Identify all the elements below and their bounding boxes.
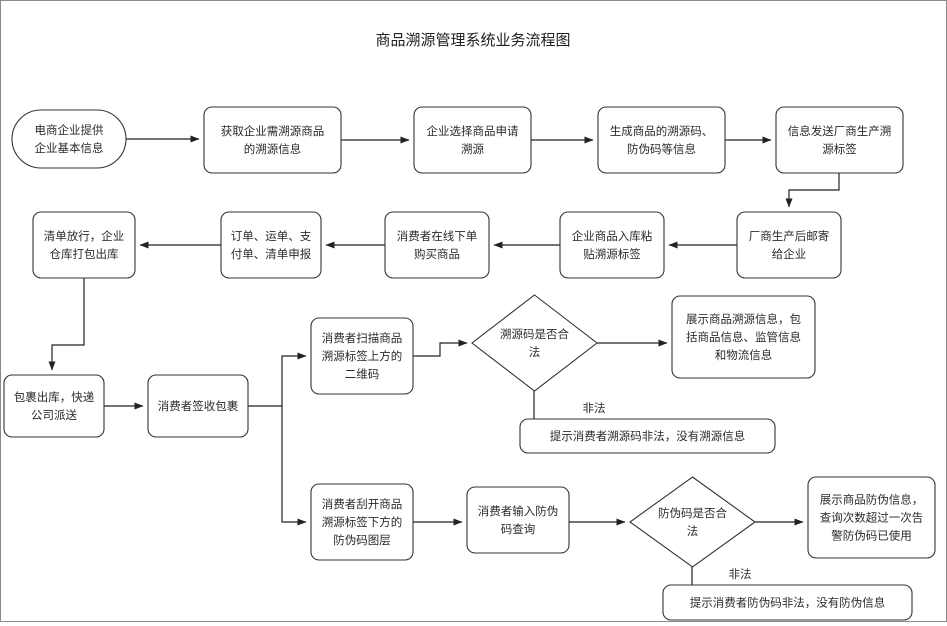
node-n10[interactable]: 清单放行，企业仓库打包出库 [32, 211, 136, 279]
node-label: 厂商生产后邮寄给企业 [749, 229, 830, 261]
node-label: 消费者刮开商品溯源标签下方的防伪码图层 [322, 497, 403, 547]
process-shape [559, 211, 665, 279]
node-n2[interactable]: 获取企业需溯源商品的溯源信息 [203, 106, 342, 174]
edges-layer [48, 135, 840, 606]
process-shape [775, 106, 904, 174]
node-label: 包裹出库，快递公司派送 [14, 390, 95, 422]
edge-n12-to-n13 [248, 352, 307, 407]
terminator-shape [11, 109, 127, 169]
node-label: 企业商品入库粘贴溯源标签 [572, 229, 653, 261]
node-n20[interactable]: 展示商品防伪信息，查询次数超过一次告警防伪码已使用 [807, 476, 936, 559]
process-shape [597, 106, 726, 174]
node-n5[interactable]: 信息发送厂商生产溯源标签 [775, 106, 904, 174]
node-n11[interactable]: 包裹出库，快递公司派送 [3, 374, 105, 438]
node-n15[interactable]: 展示商品溯源信息，包括商品信息、监管信息和物流信息 [671, 295, 816, 379]
edge-n10-to-n11 [48, 278, 85, 371]
node-label: 获取企业需溯源商品的溯源信息 [221, 124, 325, 156]
process-shape [310, 483, 414, 561]
node-label: 消费者输入防伪码查询 [478, 504, 559, 536]
node-n16[interactable]: 提示消费者溯源码非法，没有溯源信息 [519, 418, 776, 454]
node-label: 提示消费者防伪码非法，没有防伪信息 [690, 596, 886, 610]
node-n8[interactable]: 消费者在线下单购买商品 [384, 211, 490, 279]
process-shape [384, 211, 490, 279]
node-n18[interactable]: 消费者输入防伪码查询 [466, 486, 570, 554]
node-n4[interactable]: 生成商品的溯源码、防伪码等信息 [597, 106, 726, 174]
process-shape [203, 106, 342, 174]
process-shape [220, 211, 322, 279]
node-n7[interactable]: 企业商品入库粘贴溯源标签 [559, 211, 665, 279]
process-shape [147, 374, 249, 438]
node-n9[interactable]: 订单、运单、支付单、清单申报 [220, 211, 322, 279]
node-label: 消费者在线下单购买商品 [397, 229, 478, 261]
process-shape [32, 211, 136, 279]
node-label: 生成商品的溯源码、防伪码等信息 [610, 124, 714, 156]
node-n1[interactable]: 电商企业提供企业基本信息 [11, 109, 127, 169]
node-n17[interactable]: 消费者刮开商品溯源标签下方的防伪码图层 [310, 483, 414, 561]
node-n19[interactable]: 防伪码是否合法 [629, 476, 756, 568]
edge-n13-to-n14 [413, 339, 468, 357]
node-label: 订单、运单、支付单、清单申报 [231, 229, 312, 261]
nodes-layer: 电商企业提供企业基本信息 获取企业需溯源商品的溯源信息 企业选择商品申请溯源 生成商品… [3, 106, 936, 621]
node-n21[interactable]: 提示消费者防伪码非法，没有防伪信息 [662, 584, 913, 621]
edge-label-1: 非法 [583, 401, 606, 415]
process-shape [807, 476, 936, 559]
node-label: 清单放行，企业仓库打包出库 [44, 229, 125, 261]
node-n13[interactable]: 消费者扫描商品溯源标签上方的二维码 [310, 317, 414, 395]
process-shape [519, 418, 776, 454]
node-label: 防伪码是否合法 [658, 506, 727, 538]
process-shape [413, 106, 532, 174]
node-label: 展示商品防伪信息，查询次数超过一次告警防伪码已使用 [820, 493, 924, 543]
node-label: 企业选择商品申请溯源 [427, 124, 519, 156]
node-n14[interactable]: 溯源码是否合法 [471, 294, 598, 392]
node-label: 溯源码是否合法 [500, 327, 569, 359]
decision-shape [471, 294, 598, 392]
process-shape [736, 211, 842, 279]
node-label: 信息发送厂商生产溯源标签 [788, 124, 892, 156]
edge-n5-to-n6 [785, 173, 840, 208]
process-shape [671, 295, 816, 379]
decision-shape [629, 476, 756, 568]
node-label: 消费者扫描商品溯源标签上方的二维码 [322, 331, 403, 381]
process-shape [466, 486, 570, 554]
node-n12[interactable]: 消费者签收包裹 [147, 374, 249, 438]
process-shape [662, 584, 913, 621]
node-label: 消费者签收包裹 [158, 399, 239, 413]
process-shape [3, 374, 105, 438]
process-shape [310, 317, 414, 395]
node-n3[interactable]: 企业选择商品申请溯源 [413, 106, 532, 174]
node-n6[interactable]: 厂商生产后邮寄给企业 [736, 211, 842, 279]
edge-n12-to-n17 [281, 406, 307, 526]
page-title: 商品溯源管理系统业务流程图 [375, 31, 570, 49]
edge-label-2: 非法 [729, 567, 752, 581]
node-label: 电商企业提供企业基本信息 [35, 123, 104, 155]
node-label: 提示消费者溯源码非法，没有溯源信息 [550, 429, 746, 443]
node-label: 展示商品溯源信息，包括商品信息、监管信息和物流信息 [686, 312, 801, 362]
